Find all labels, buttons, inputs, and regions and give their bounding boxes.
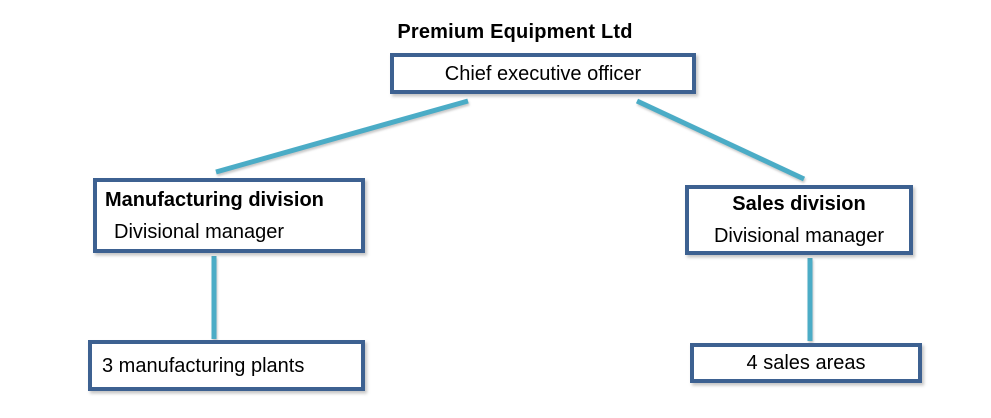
- node-manufacturing-plants: 3 manufacturing plants: [88, 340, 365, 391]
- manufacturing-division-subtitle: Divisional manager: [114, 220, 285, 243]
- sales-division-title: Sales division: [732, 193, 866, 215]
- manufacturing-division-title: Manufacturing division: [105, 188, 324, 211]
- connector-ceo-manufacturing: [215, 98, 469, 175]
- diagram-title: Premium Equipment Ltd: [397, 21, 633, 43]
- sales-areas-label: 4 sales areas: [746, 352, 866, 374]
- ceo-label: Chief executive officer: [444, 62, 642, 85]
- manufacturing-plants-label: 3 manufacturing plants: [102, 354, 305, 377]
- node-manufacturing-division: Manufacturing division Divisional manage…: [93, 178, 365, 253]
- node-chief-executive-officer: Chief executive officer: [390, 53, 696, 94]
- sales-division-subtitle: Divisional manager: [713, 225, 885, 247]
- connector-ceo-sales: [635, 98, 806, 182]
- node-sales-division: Sales division Divisional manager: [685, 185, 913, 255]
- node-sales-areas: 4 sales areas: [690, 343, 922, 383]
